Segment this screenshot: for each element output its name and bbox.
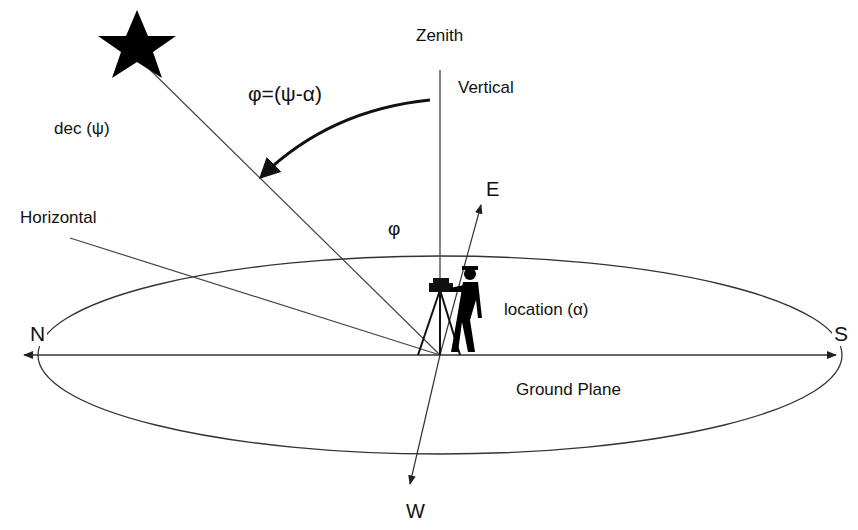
north-label: N xyxy=(28,322,47,346)
star-symbol xyxy=(98,10,176,78)
plane-label: Ground Plane xyxy=(514,380,623,400)
south-label: S xyxy=(832,322,850,346)
horizontal-label: Horizontal xyxy=(18,208,99,228)
vertical-line xyxy=(439,70,440,355)
angle-label: φ xyxy=(386,218,402,240)
west-arrow xyxy=(410,355,440,484)
horizontal-line xyxy=(70,238,440,355)
vertical-label: Vertical xyxy=(456,78,516,98)
zenith-label: Zenith xyxy=(414,26,465,46)
east-label: E xyxy=(484,178,501,201)
ns-axis xyxy=(24,354,836,355)
star-line xyxy=(138,58,440,355)
location-label: location (α) xyxy=(502,300,590,320)
angle-arc xyxy=(262,100,430,176)
declination-label: dec (ψ) xyxy=(52,119,112,139)
west-label: W xyxy=(404,500,427,523)
surveyor-figure xyxy=(450,266,482,352)
angle-formula: φ=(ψ-α) xyxy=(246,82,324,106)
